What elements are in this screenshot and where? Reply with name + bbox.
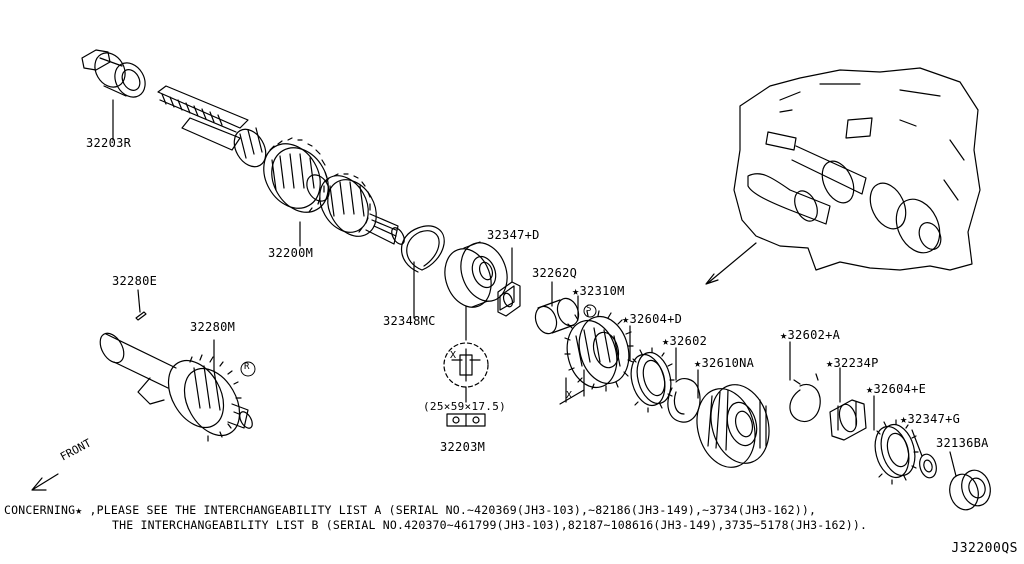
main-shaft-32200M [157, 85, 405, 247]
sleeve-hub-32610NA [696, 369, 770, 468]
note-line-2: THE INTERCHANGEABILITY LIST B (SERIAL NO… [112, 518, 868, 532]
label-32280E: 32280E [112, 274, 158, 288]
label-32203R: 32203R [86, 136, 132, 150]
gear-32310M [559, 295, 634, 405]
label-32604E: ★32604+E [866, 382, 927, 396]
label-32610NA: ★32610NA [694, 356, 755, 370]
label-32602: ★32602 [662, 334, 708, 348]
label-32280M: 32280M [190, 320, 236, 334]
ball-bearing-32203M [443, 241, 508, 427]
pin-32280E [135, 289, 147, 321]
dim-x-bearing: X [450, 350, 457, 361]
transmission-inset [705, 67, 981, 285]
synchro-ring-32604D [629, 325, 675, 413]
snap-ring-32348MC [401, 225, 445, 319]
label-32347D: 32347+D [487, 228, 540, 242]
hub-32234P [829, 367, 867, 441]
bearing-32136BA [949, 451, 991, 511]
mark-s: S [586, 304, 592, 314]
synchro-ring-32604E [873, 395, 919, 485]
label-32200M: 32200M [268, 246, 314, 260]
spacer-32262Q [534, 281, 580, 335]
washer-32347G [911, 429, 937, 479]
label-32348MC: 32348MC [383, 314, 436, 328]
label-32347G: ★32347+G [900, 412, 961, 426]
label-32136BA: 32136BA [936, 436, 989, 450]
label-32203M: 32203M [440, 440, 486, 454]
counter-shaft-32280M [99, 332, 256, 442]
drawing-code: J32200QS [951, 541, 1018, 556]
mark-r: R [244, 362, 250, 372]
label-32234P: ★32234P [826, 356, 879, 370]
label-32602A: ★32602+A [780, 328, 841, 342]
label-32310M: ★32310M [572, 284, 625, 298]
dim-x-gear: X [566, 390, 573, 401]
needle-bearing-32203R [81, 49, 146, 141]
thrust-washer-32347D [497, 247, 521, 317]
front-arrow [31, 473, 59, 491]
label-32262Q: 32262Q [532, 266, 578, 280]
bearing-dimensions: (25×59×17.5) [423, 400, 507, 413]
label-32604D: ★32604+D [622, 312, 683, 326]
note-line-1: CONCERNING★ ,PLEASE SEE THE INTERCHANGEA… [4, 503, 817, 517]
spring-32602A [789, 341, 821, 423]
